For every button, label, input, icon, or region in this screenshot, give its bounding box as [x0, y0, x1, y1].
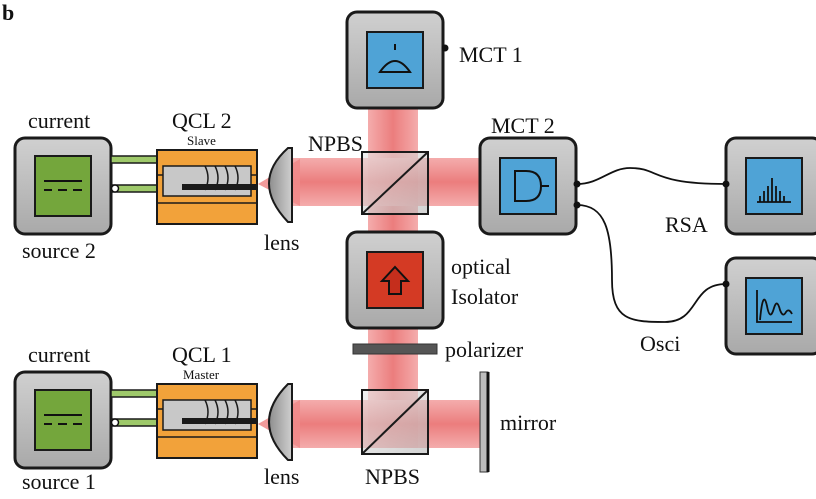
- npbs-bottom-cube: [362, 390, 428, 454]
- mct2-detector: [480, 138, 581, 234]
- label-isolator: Isolator: [451, 284, 519, 309]
- dc-source-icon: [35, 156, 91, 216]
- label-qcl1: QCL 1: [172, 342, 232, 367]
- label-lens-top: lens: [264, 230, 299, 255]
- label-mct2: MCT 2: [491, 113, 555, 138]
- dc-source-icon: [35, 390, 91, 450]
- label-npbs-top: NPBS: [308, 131, 363, 156]
- label-mirror: mirror: [500, 410, 557, 435]
- panel-label: b: [2, 0, 14, 25]
- optical-isolator: [347, 232, 443, 328]
- leads-qcl2: [111, 156, 161, 192]
- qcl2-laser: [157, 150, 258, 224]
- lens-bottom: [269, 384, 292, 460]
- qcl1-laser: [157, 384, 258, 458]
- label-rsa: RSA: [665, 212, 708, 237]
- label-qcl2-slave: Slave: [187, 133, 216, 148]
- label-source-1: source 1: [22, 469, 96, 494]
- leads-qcl1: [111, 390, 161, 426]
- label-osci: Osci: [640, 331, 680, 356]
- signal-cables: [577, 168, 726, 322]
- cable-mct2-rsa: [577, 168, 726, 184]
- mirror-element: [480, 372, 488, 472]
- polarizer-element: [353, 344, 437, 354]
- rsa-analyzer: [723, 138, 816, 234]
- oscilloscope: [723, 258, 816, 354]
- label-polarizer: polarizer: [445, 337, 524, 362]
- label-qcl2: QCL 2: [172, 108, 232, 133]
- label-mct1: MCT 1: [459, 42, 523, 67]
- label-source-2: source 2: [22, 238, 96, 263]
- label-current-top: current: [28, 108, 90, 133]
- current-source-2: [15, 138, 111, 234]
- mct1-detector: [347, 12, 449, 108]
- label-current-bottom: current: [28, 342, 90, 367]
- label-npbs-bottom: NPBS: [365, 464, 420, 489]
- npbs-top-cube: [362, 152, 428, 214]
- lens-top: [269, 148, 292, 222]
- label-optical: optical: [451, 254, 511, 279]
- label-qcl1-master: Master: [183, 367, 220, 382]
- current-source-1: [15, 372, 111, 468]
- label-lens-bottom: lens: [264, 464, 299, 489]
